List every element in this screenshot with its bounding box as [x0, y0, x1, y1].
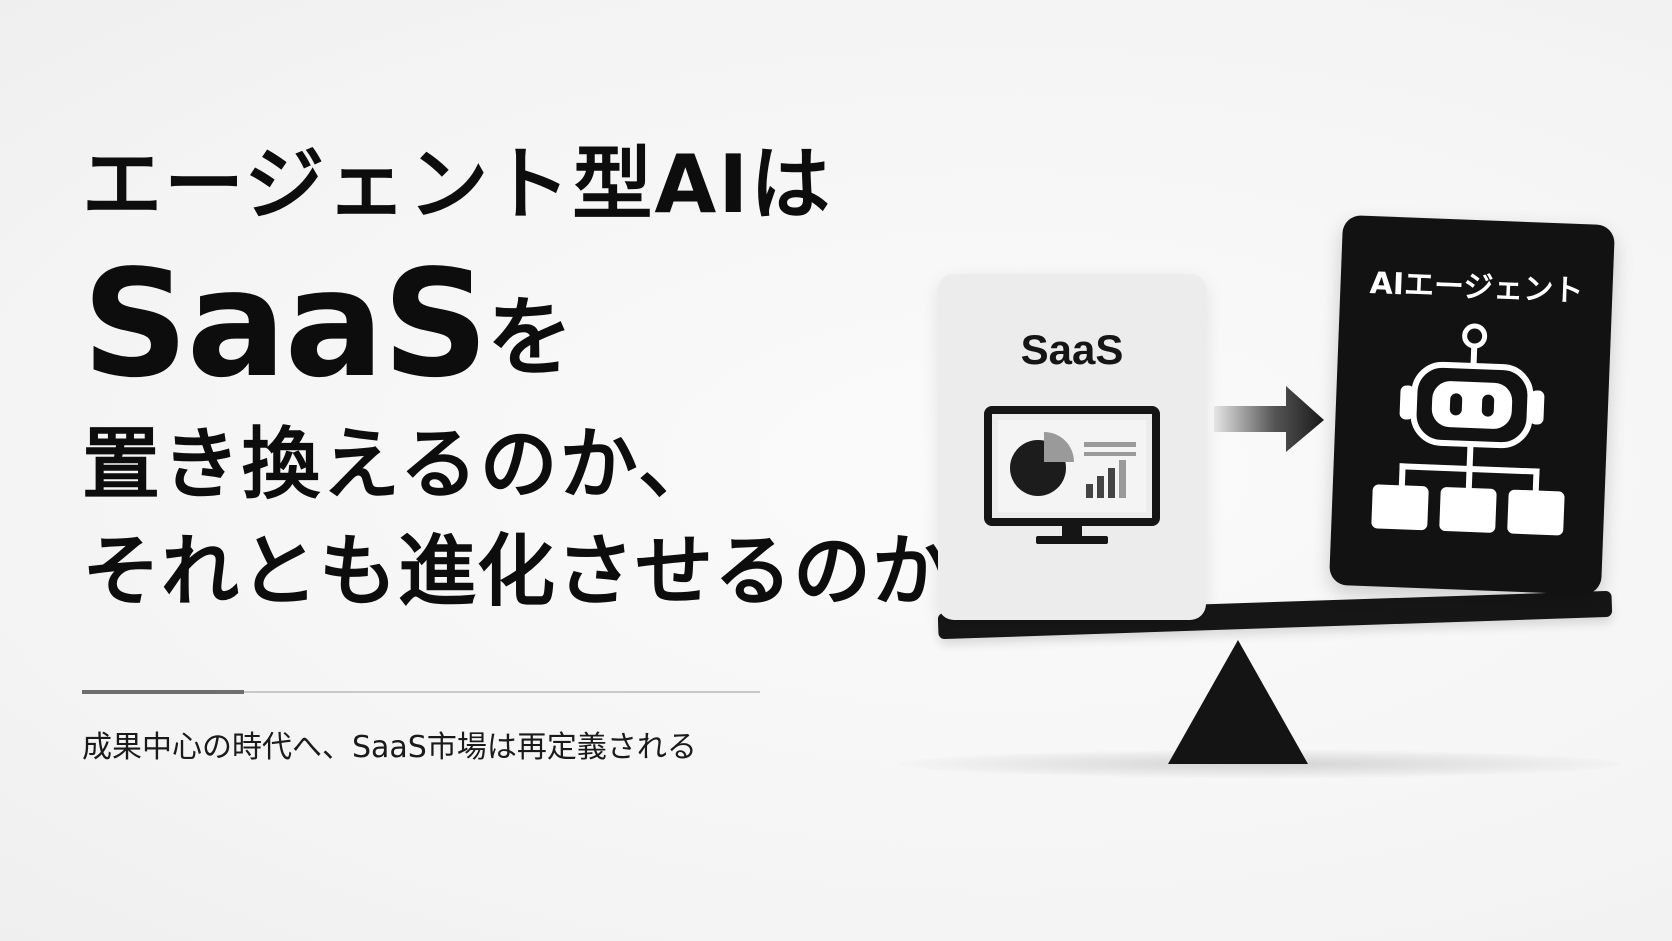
arrow-right-icon: [1214, 384, 1326, 458]
fulcrum-triangle: [1168, 640, 1308, 764]
headline-line-2: SaaSを: [82, 244, 573, 418]
headline-saas: SaaS: [82, 238, 489, 410]
saas-card: SaaS: [938, 274, 1206, 620]
headline-particle: を: [486, 288, 573, 388]
divider-accent: [82, 690, 244, 694]
headline-line-1: エージェント型AIは: [82, 138, 833, 231]
headline-line-4: それとも進化させるのか？: [82, 527, 1031, 617]
subtitle: 成果中心の時代へ、SaaS市場は再定義される: [82, 730, 697, 765]
saas-card-label: SaaS: [1020, 326, 1124, 373]
robot-icon: [1364, 316, 1577, 558]
ai-agent-card: AIエージェント: [1328, 214, 1616, 596]
headline-line-3: 置き換えるのか、: [82, 420, 719, 510]
hierarchy-icon: [1371, 443, 1565, 536]
divider: [82, 691, 760, 693]
ai-card-label: AIエージェント: [1369, 265, 1584, 310]
monitor-chart-icon: [984, 406, 1160, 560]
